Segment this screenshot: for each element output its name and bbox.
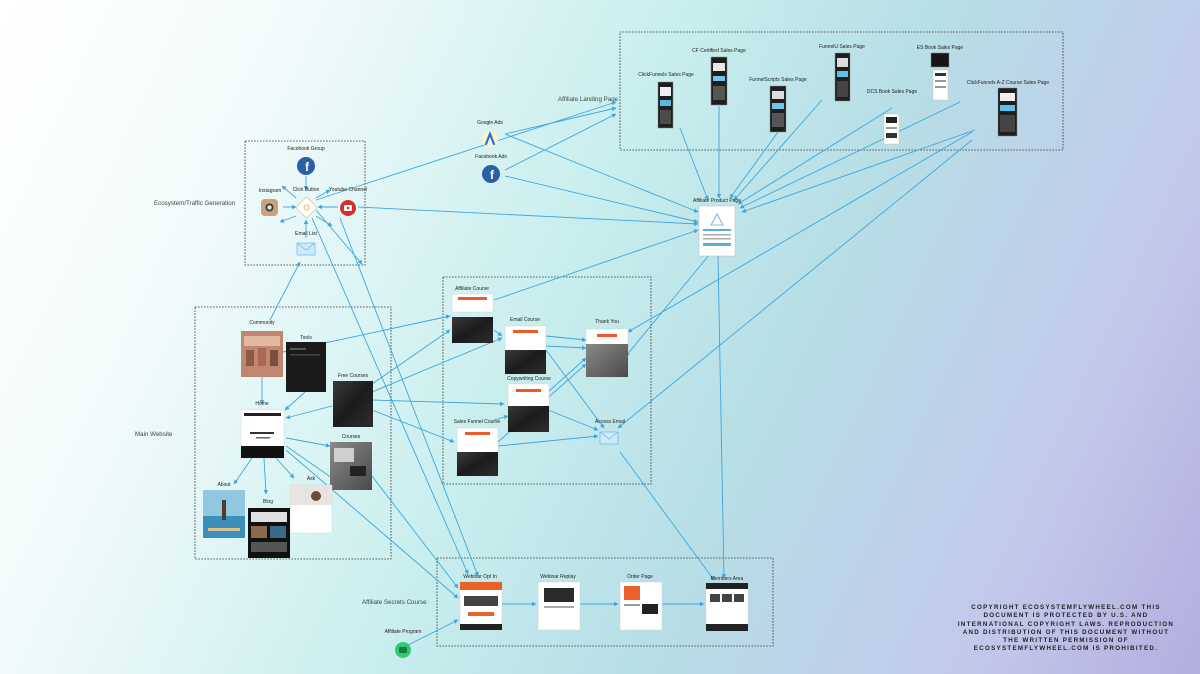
label-sales-funnel-course: Sales Funnel Course: [454, 419, 501, 425]
node-sales-funnel-course[interactable]: Sales Funnel Course: [454, 419, 501, 477]
node-email-course[interactable]: Email Course: [504, 317, 547, 375]
group-affiliate-secrets: [436, 557, 774, 647]
label-email-course: Email Course: [510, 317, 540, 323]
label-tools: Tools: [300, 335, 312, 341]
label-funnelu: FunnelU Sales Page: [819, 44, 865, 50]
node-about[interactable]: About: [203, 482, 245, 538]
node-copywriting-course[interactable]: Copywriting Course: [507, 376, 551, 433]
label-dcs-book: DCS Book Sales Page: [867, 89, 918, 95]
node-members-area[interactable]: Members Area: [705, 576, 749, 632]
label-affiliate-program: Affiliate Program: [385, 629, 422, 635]
label-copywriting-course: Copywriting Course: [507, 376, 551, 382]
node-dcs-book-sales-page[interactable]: DCS Book Sales Page: [867, 89, 918, 145]
node-funnelscripts-sales-page[interactable]: FunnelScripts Sales Page: [749, 77, 807, 133]
node-cf-certified-sales-page[interactable]: CF Certified Sales Page: [692, 48, 746, 106]
node-affiliate-course[interactable]: Affiliate Course: [451, 286, 494, 343]
label-google-ads: Google Ads: [477, 120, 503, 126]
node-youtube-channel[interactable]: Youtube Channel: [329, 187, 367, 216]
label-clickfunnels-az: ClickFunnels A-Z Course Sales Page: [967, 80, 1049, 86]
label-cf-certified: CF Certified Sales Page: [692, 48, 746, 54]
node-clickfunnels-az-sales-page[interactable]: ClickFunnels A-Z Course Sales Page: [967, 80, 1049, 137]
node-affiliate-product-page[interactable]: Affiliate Product Page: [693, 198, 741, 257]
node-google-ads[interactable]: Google Ads: [477, 120, 503, 147]
label-clickfunnels: ClickFunnels Sales Page: [638, 72, 694, 78]
node-access-email[interactable]: Access Email: [595, 419, 625, 445]
facebook-ads-icon: [482, 165, 500, 183]
node-affiliate-program[interactable]: Affiliate Program: [385, 629, 422, 658]
node-instagram[interactable]: Instagram: [259, 188, 281, 216]
label-order-page: Order Page: [627, 574, 653, 580]
label-affiliate-product: Affiliate Product Page: [693, 198, 741, 204]
group-courses: [442, 276, 652, 485]
facebook-group-icon: [297, 157, 315, 175]
node-funnelu-sales-page[interactable]: FunnelU Sales Page: [819, 44, 865, 102]
node-order-page[interactable]: Order Page: [619, 574, 663, 631]
node-email-list[interactable]: Email List: [295, 231, 317, 256]
node-community[interactable]: Community: [241, 320, 283, 377]
label-facebook-ads: Facebook Ads: [475, 154, 507, 160]
label-free-courses: Free Courses: [338, 373, 369, 379]
node-ask[interactable]: Ask: [289, 476, 333, 534]
group-main-website: [194, 306, 392, 560]
label-email-list: Email List: [295, 231, 317, 237]
label-webinar-opt-in: Webinar Opt In: [463, 574, 497, 580]
group-label-affiliate-secrets: Affiliate Secrets Course: [362, 599, 427, 606]
label-es-book: ES Book Sales Page: [917, 45, 964, 51]
node-es-book-sales-page[interactable]: ES Book Sales Page: [917, 45, 964, 101]
node-facebook-ads[interactable]: f Facebook Ads: [475, 154, 507, 183]
label-ask: Ask: [307, 476, 316, 482]
label-home: Home: [255, 401, 269, 407]
label-funnelscripts: FunnelScripts Sales Page: [749, 77, 807, 83]
label-webinar-replay: Webinar Replay: [540, 574, 576, 580]
group-label-affiliate-landing: Affiliate Landing Page: [558, 96, 619, 103]
group-affiliate-landing: [619, 31, 1064, 151]
svg-text:f: f: [490, 168, 495, 182]
label-click-button: Click Button: [293, 187, 320, 193]
node-facebook-group[interactable]: f Facebook Group: [287, 146, 325, 175]
group-label-main-website: Main Website: [135, 431, 173, 438]
node-clickfunnels-sales-page[interactable]: ClickFunnels Sales Page: [638, 72, 694, 129]
group-ecosystem: [244, 140, 366, 266]
label-about: About: [217, 482, 231, 488]
label-youtube: Youtube Channel: [329, 187, 367, 193]
label-thank-you: Thank You: [595, 319, 619, 325]
email-list-icon: [296, 242, 316, 256]
node-webinar-opt-in[interactable]: Webinar Opt In: [459, 574, 503, 631]
node-click-button[interactable]: Click Button: [293, 187, 320, 219]
node-webinar-replay[interactable]: Webinar Replay: [537, 574, 581, 631]
label-access-email: Access Email: [595, 419, 625, 425]
node-blog[interactable]: Blog: [248, 499, 290, 558]
node-courses[interactable]: Courses: [330, 434, 372, 490]
node-free-courses[interactable]: Free Courses: [333, 373, 373, 427]
label-facebook-group: Facebook Group: [287, 146, 324, 152]
click-button-icon: [295, 196, 318, 219]
copyright-notice: COPYRIGHT ECOSYSTEMFLYWHEEL.COM THIS DOC…: [957, 604, 1175, 653]
label-members-area: Members Area: [711, 576, 744, 582]
label-courses: Courses: [342, 434, 361, 440]
label-instagram: Instagram: [259, 188, 281, 194]
svg-text:f: f: [305, 160, 310, 174]
connectors: [233, 99, 976, 647]
label-affiliate-course: Affiliate Course: [455, 286, 489, 292]
node-home[interactable]: Home: [240, 401, 285, 459]
node-thank-you[interactable]: Thank You: [585, 319, 629, 378]
group-label-ecosystem: Ecosystem/Traffic Generation: [154, 200, 236, 207]
access-email-icon: [599, 431, 619, 445]
node-tools[interactable]: Tools: [286, 335, 326, 392]
label-community: Community: [249, 320, 275, 326]
label-blog: Blog: [263, 499, 273, 505]
